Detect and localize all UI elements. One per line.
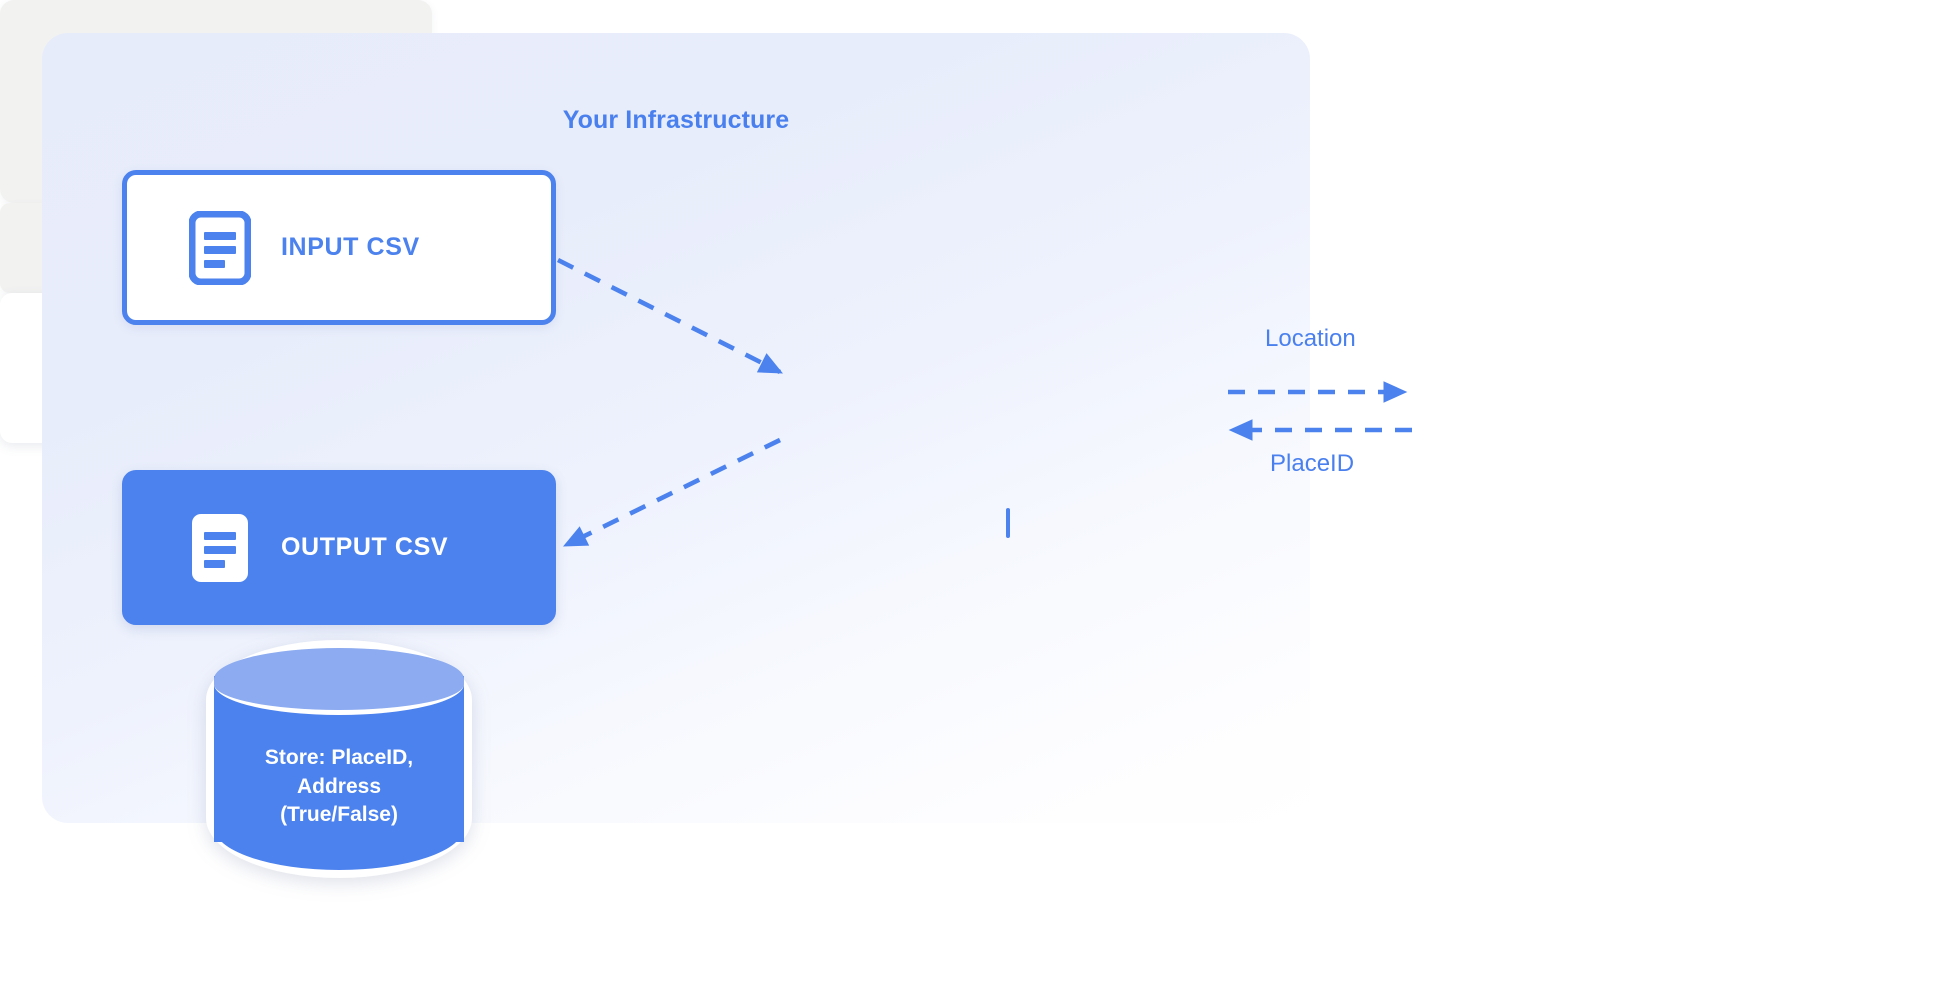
panel-title: Your Infrastructure (562, 106, 790, 134)
node-input-csv[interactable]: INPUT CSV (122, 170, 556, 325)
datastore-line-2: Address (296, 774, 382, 798)
document-icon (189, 210, 251, 285)
node-output-csv[interactable]: OUTPUT CSV (122, 470, 556, 625)
datastore-line-3: (True/False) (280, 803, 398, 827)
cylinder-bottom (214, 784, 464, 870)
node-label-input-csv: INPUT CSV (281, 233, 420, 261)
datastore-line-1: Store: PlaceID, (264, 746, 414, 769)
script-library-connector (1006, 508, 1010, 538)
node-datastore[interactable]: Store: PlaceID, Address (True/False) (206, 640, 472, 878)
node-label-output-csv: OUTPUT CSV (281, 533, 449, 561)
datastore-label: Store: PlaceID, Address (True/False) (214, 744, 464, 830)
cylinder-top (214, 648, 464, 715)
edge-label-placeid: PlaceID (1270, 450, 1355, 477)
document-icon (192, 513, 248, 582)
edge-label-location: Location (1265, 325, 1356, 352)
